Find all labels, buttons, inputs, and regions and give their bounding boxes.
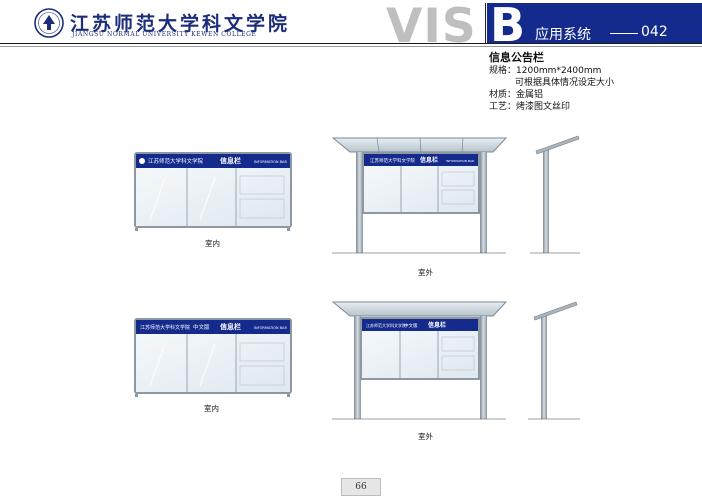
page-code-dash — [610, 33, 638, 34]
caption-indoor-2: 室内 — [204, 404, 219, 413]
caption-outdoor-1: 室外 — [418, 268, 433, 277]
board2-alt-label: 中文版 — [193, 323, 210, 331]
caption-outdoor-2: 室外 — [418, 432, 433, 441]
indoor-board-2: 江苏师范大学科文学院 中文版 信息栏 INFORMATION BAR — [134, 318, 292, 397]
caption-indoor-1: 室内 — [205, 239, 220, 248]
school-logo — [34, 8, 64, 38]
board-title-en: INFORMATION BAR — [254, 160, 287, 164]
board-title: 信息栏 — [220, 156, 241, 165]
kiosk-title-en: INFORMATION BAR — [446, 159, 474, 163]
process-label: 工艺： — [489, 102, 517, 112]
section-tab — [487, 3, 702, 44]
board-school-name: 江苏师范大学科文学院 — [148, 157, 204, 165]
kiosk-school-name: 江苏师范大学科文学院 — [370, 157, 415, 164]
kiosk2-title: 信息栏 — [428, 321, 446, 329]
side-view-2 — [528, 301, 580, 420]
size-value: 1200mm*2400mm — [516, 66, 602, 76]
outdoor-kiosk-1: 江苏师范大学科文学院 信息栏 INFORMATION BAR — [331, 137, 508, 254]
school-name-en: JIANGSU NORMAL UNIVERSITY KEWEN COLLEGE — [72, 31, 257, 38]
kiosk2-alt-label: 中文版 — [404, 322, 418, 329]
page-code: 042 — [641, 24, 668, 40]
school-name-cn: 江苏师范大学科文学院 — [70, 13, 291, 35]
board2-school-name: 江苏师范大学科文学院 — [140, 324, 190, 331]
size-label: 规格： — [489, 66, 517, 76]
header-rule-secondary — [0, 46, 702, 47]
size-note: 可根据具体情况设定大小 — [515, 78, 615, 88]
kiosk2-school-name: 江苏师范大学科文学院 — [366, 322, 406, 328]
system-name: 应用系统 — [535, 27, 591, 43]
spec-block: 信息公告栏 规格：1200mm*2400mm 可根据具体情况设定大小 材质：金属… — [489, 52, 614, 113]
spec-title: 信息公告栏 — [489, 51, 544, 64]
section-letter: B — [490, 0, 526, 52]
side-view-1 — [530, 135, 580, 254]
board2-title-en: INFORMATION BAR — [254, 326, 287, 330]
material-label: 材质： — [489, 90, 517, 100]
indoor-board-1: 江苏师范大学科文学院 信息栏 INFORMATION BAR — [134, 152, 292, 231]
page-number: 66 — [341, 478, 381, 496]
outdoor-kiosk-2: 江苏师范大学科文学院 中文版 信息栏 — [331, 301, 508, 420]
process-value: 烤漆图文丝印 — [516, 102, 571, 112]
kiosk-title: 信息栏 — [420, 156, 438, 164]
material-value: 金属铝 — [516, 90, 544, 100]
vis-label: VIS — [386, 0, 477, 54]
header-divider — [485, 3, 486, 43]
board2-title: 信息栏 — [220, 322, 241, 331]
header-rule — [0, 43, 702, 44]
